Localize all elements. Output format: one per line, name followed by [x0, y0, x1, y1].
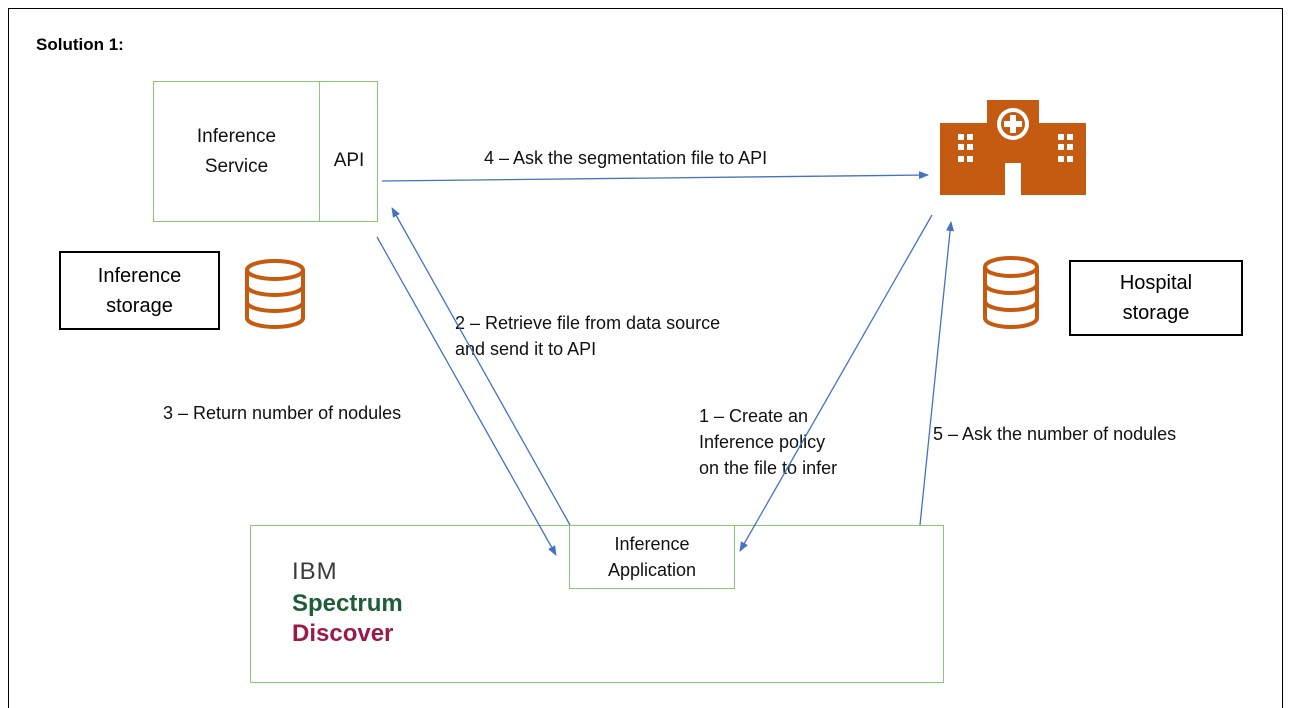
inference-application-box: Inference Application — [569, 525, 735, 589]
ibm-logo-text: IBM — [292, 558, 338, 585]
inference-service-label: Inference Service — [196, 125, 277, 177]
edge-label-step4: 4 – Ask the segmentation file to API — [484, 148, 768, 168]
inference-storage-box: Inference storage — [59, 251, 220, 330]
diagram-heading: Solution 1: — [36, 35, 124, 54]
spectrum-logo-text: Spectrum — [292, 590, 403, 617]
arrow-step5 — [919, 221, 955, 526]
hospital-icon — [940, 100, 1086, 195]
arrow-step4 — [381, 171, 929, 182]
diagram-frame — [8, 8, 1283, 708]
hospital-database-icon — [983, 256, 1039, 329]
inference-database-icon — [245, 259, 305, 329]
arrow-step3 — [376, 236, 557, 556]
api-label: API — [333, 150, 365, 171]
discover-logo-text: Discover — [292, 620, 394, 647]
arrow-step1 — [739, 214, 933, 552]
edge-label-step1: 1 – Create an Inference policy on the fi… — [699, 406, 838, 478]
edge-label-step3: 3 – Return number of nodules — [163, 403, 402, 423]
edge-label-step5: 5 – Ask the number of nodules — [933, 424, 1177, 444]
inference-service-box: Inference Service API — [153, 81, 378, 222]
hospital-storage-box: Hospital storage — [1069, 260, 1243, 336]
edge-label-step2: 2 – Retrieve file from data source and s… — [455, 313, 721, 359]
arrow-step2 — [391, 207, 571, 526]
api-compartment: API — [319, 82, 378, 221]
